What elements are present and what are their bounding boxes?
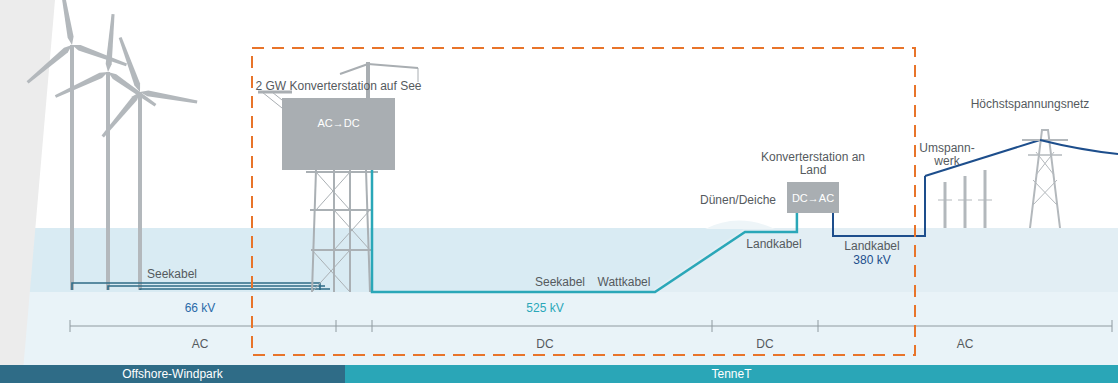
converter-platform: 2 GW Konverterstation auf SeeAC→DC (282, 98, 395, 170)
dimension-line (70, 320, 1112, 332)
diagram-label: AC (192, 338, 209, 351)
diagram-label: DC (536, 338, 553, 351)
station-heading: 2 GW Konverterstation auf See (254, 80, 424, 93)
band-label: TenneT (345, 367, 1118, 382)
corner-panel (0, 0, 55, 383)
dc-cable (372, 170, 797, 292)
diagram-label: Dünen/Deiche (700, 194, 776, 207)
diagram-label: Landkabel (844, 240, 899, 253)
converter-label: AC→DC (282, 116, 395, 130)
diagram-label: Wattkabel (598, 276, 651, 289)
platform-jacket (306, 170, 378, 292)
project-boundary (252, 48, 915, 355)
diagram-label: Höchstspannungsnetz (971, 98, 1090, 111)
overhead-line (1040, 140, 1118, 154)
diagram-label: Seekabel (535, 276, 585, 289)
land (650, 228, 1118, 292)
section-band: Offshore-Windpark (0, 365, 345, 383)
wind-turbines (26, 0, 198, 290)
diagram-label: Umspann- werk (918, 142, 976, 168)
diagram-label: 66 kV (185, 302, 216, 315)
section-band: TenneT (345, 365, 1118, 383)
dune (705, 221, 775, 230)
converter-label: DC→AC (787, 191, 839, 205)
diagram-label: 380 kV (853, 254, 890, 267)
converter-station: Konverterstation an LandDC→AC (787, 182, 839, 213)
diagram-label: 525 kV (526, 302, 563, 315)
diagram-label: AC (957, 338, 974, 351)
diagram-label: Landkabel (746, 238, 801, 251)
diagram-label: Seekabel (147, 268, 197, 281)
sea (0, 228, 1118, 292)
station-heading: Konverterstation an Land (758, 151, 868, 177)
band-label: Offshore-Windpark (0, 367, 345, 382)
diagram-label: DC (756, 338, 773, 351)
ac-land-cable (833, 176, 925, 236)
array-cables (72, 283, 330, 290)
